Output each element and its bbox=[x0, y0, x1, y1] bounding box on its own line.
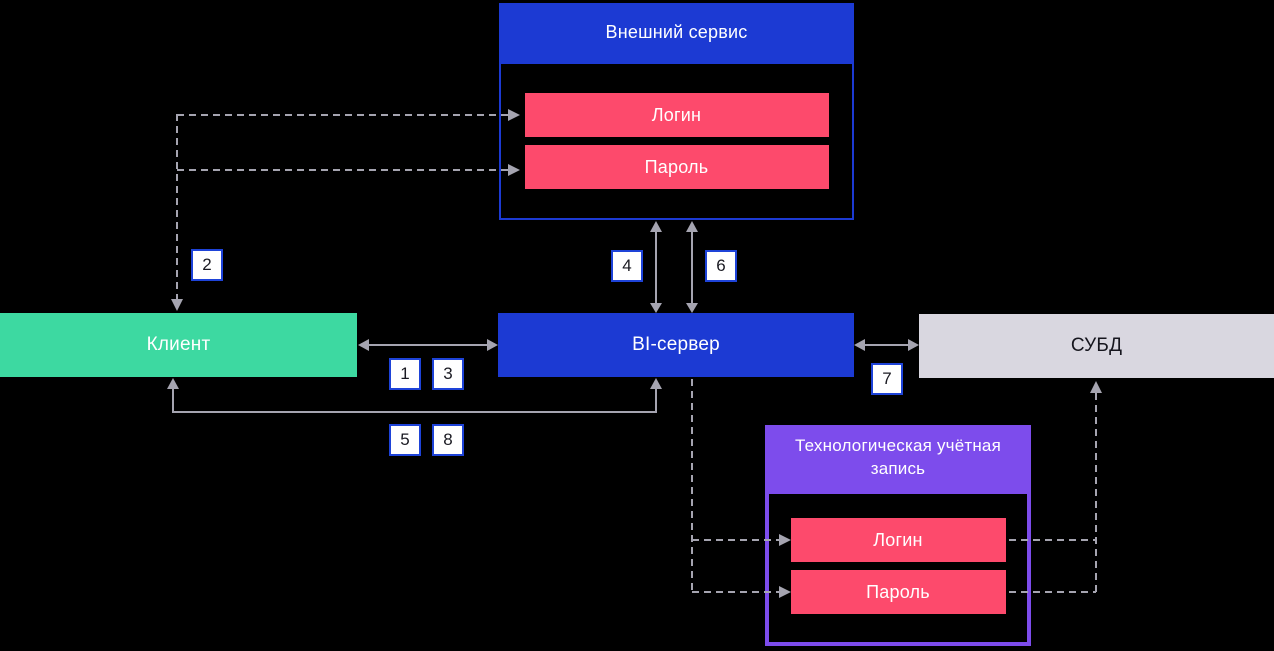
arrow-up-into-client-icon bbox=[167, 378, 179, 389]
arrow-client-bi bbox=[358, 339, 498, 351]
arrow-down-into-client-icon bbox=[171, 299, 183, 311]
tech-account-body: Логин Пароль bbox=[765, 490, 1031, 646]
arrow-bi-external-6 bbox=[686, 221, 698, 313]
external-service-title: Внешний сервис bbox=[499, 3, 854, 62]
step-chip-7: 7 bbox=[871, 363, 903, 395]
step-chip-6: 6 bbox=[705, 250, 737, 282]
external-service-login-field: Логин bbox=[524, 93, 829, 137]
step-chip-1: 1 bbox=[389, 358, 421, 390]
client-node: Клиент bbox=[0, 313, 357, 377]
external-service-password-field: Пароль bbox=[524, 145, 829, 189]
step-chip-8: 8 bbox=[432, 424, 464, 456]
tech-account-login-field: Логин bbox=[790, 518, 1006, 562]
step-chip-2: 2 bbox=[191, 249, 223, 281]
arrow-right-into-bi-icon bbox=[487, 339, 498, 351]
external-service-body: Логин Пароль bbox=[499, 62, 854, 220]
external-service-group: Внешний сервис Логин Пароль bbox=[499, 3, 854, 220]
bi-server-node: BI-сервер bbox=[498, 313, 854, 377]
tech-account-group: Технологическая учётная запись Логин Пар… bbox=[765, 425, 1031, 646]
arrow-bi-dbms bbox=[854, 339, 919, 351]
tech-account-title: Технологическая учётная запись bbox=[765, 425, 1031, 490]
arrow-bi-external-4 bbox=[650, 221, 662, 313]
tech-account-password-field: Пароль bbox=[790, 570, 1006, 614]
step-chip-5: 5 bbox=[389, 424, 421, 456]
dbms-node: СУБД bbox=[919, 314, 1274, 378]
dashed-client-external-connector bbox=[171, 109, 520, 311]
step-chip-3: 3 bbox=[432, 358, 464, 390]
arrow-up-into-bi-icon bbox=[650, 378, 662, 389]
step-chip-4: 4 bbox=[611, 250, 643, 282]
arrow-up-into-dbms-icon bbox=[1090, 381, 1102, 393]
arrow-left-into-client-icon bbox=[358, 339, 369, 351]
